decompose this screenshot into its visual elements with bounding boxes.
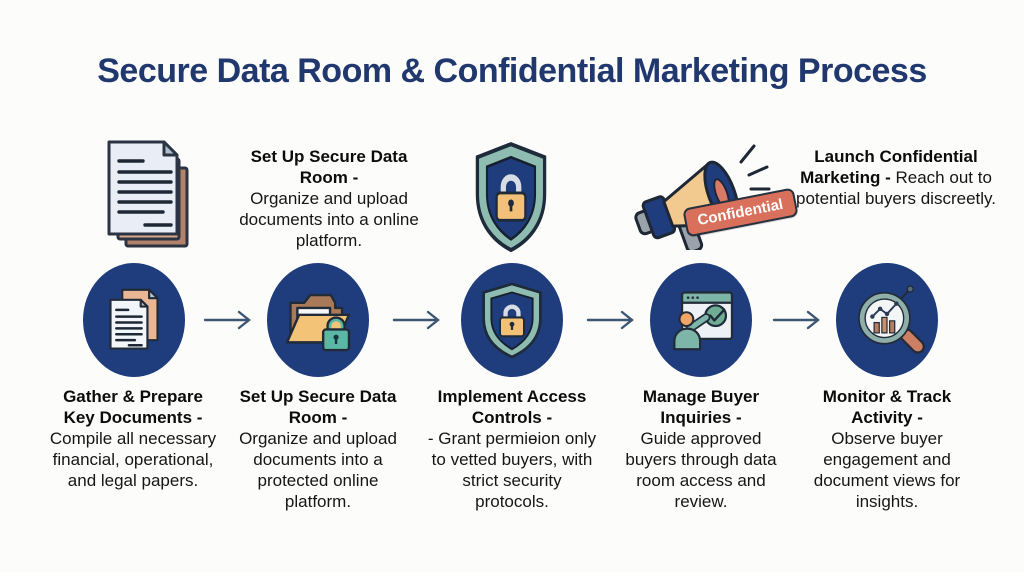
step-heading: Implement Access Controls - (437, 387, 587, 427)
documents-stack-icon (107, 140, 189, 248)
arrow-right-icon (392, 310, 440, 330)
step-caption-4: Manage Buyer Inquiries - Guide approved … (616, 386, 786, 512)
caption-heading: Launch Confidential Marketing - (800, 147, 978, 187)
step-circle-4 (650, 263, 752, 377)
documents-icon (109, 288, 159, 350)
step-body: Guide approved buyers through data room … (625, 429, 777, 511)
top-caption-setup-data-room: Set Up Secure Data Room - Organize and u… (238, 146, 420, 251)
step-heading: Manage Buyer Inquiries - (642, 387, 760, 427)
top-caption-launch-marketing: Launch Confidential Marketing - Reach ou… (792, 146, 1000, 209)
step-caption-2: Set Up Secure Data Room - Organize and u… (233, 386, 403, 512)
caption-heading: Set Up Secure Data Room - (250, 147, 408, 187)
step-body: Organize and upload documents into a pro… (239, 429, 397, 511)
step-circle-3 (461, 263, 563, 377)
step-circle-2 (267, 263, 369, 377)
step-body: Observe buyer engagement and document vi… (813, 429, 961, 511)
magnifier-analytics-icon (858, 285, 925, 354)
shield-lock-icon (475, 142, 547, 253)
step-circle-5 (836, 263, 938, 377)
step-heading: Monitor & Track Activity - (822, 387, 952, 427)
step-body: Compile all necessary financial, operati… (49, 429, 217, 490)
step-caption-3: Implement Access Controls - - Grant perm… (427, 386, 597, 512)
arrow-right-icon (772, 310, 820, 330)
step-body: - Grant permiɵion only to vetted buyers,… (427, 429, 597, 511)
step-caption-5: Monitor & Track Activity - Observe buyer… (800, 386, 974, 512)
page-title: Secure Data Room & Confidential Marketin… (97, 52, 927, 90)
step-circle-1 (83, 263, 185, 377)
megaphone-group: Confidential (628, 140, 800, 255)
step-heading: Set Up Secure Data Room - (239, 387, 397, 427)
step-caption-1: Gather & Prepare Key Documents - Compile… (48, 386, 218, 491)
arrow-right-icon (586, 310, 634, 330)
buyer-inquiries-icon (673, 291, 734, 351)
caption-body: Reach out to potential buyers discreetly… (795, 168, 996, 208)
step-heading: Gather & Prepare Key Documents - (63, 387, 203, 427)
caption-body: Organize and upload documents into a onl… (239, 189, 419, 250)
shield-lock-icon (482, 282, 542, 359)
arrow-right-icon (203, 310, 251, 330)
locked-folder-icon (285, 293, 351, 352)
